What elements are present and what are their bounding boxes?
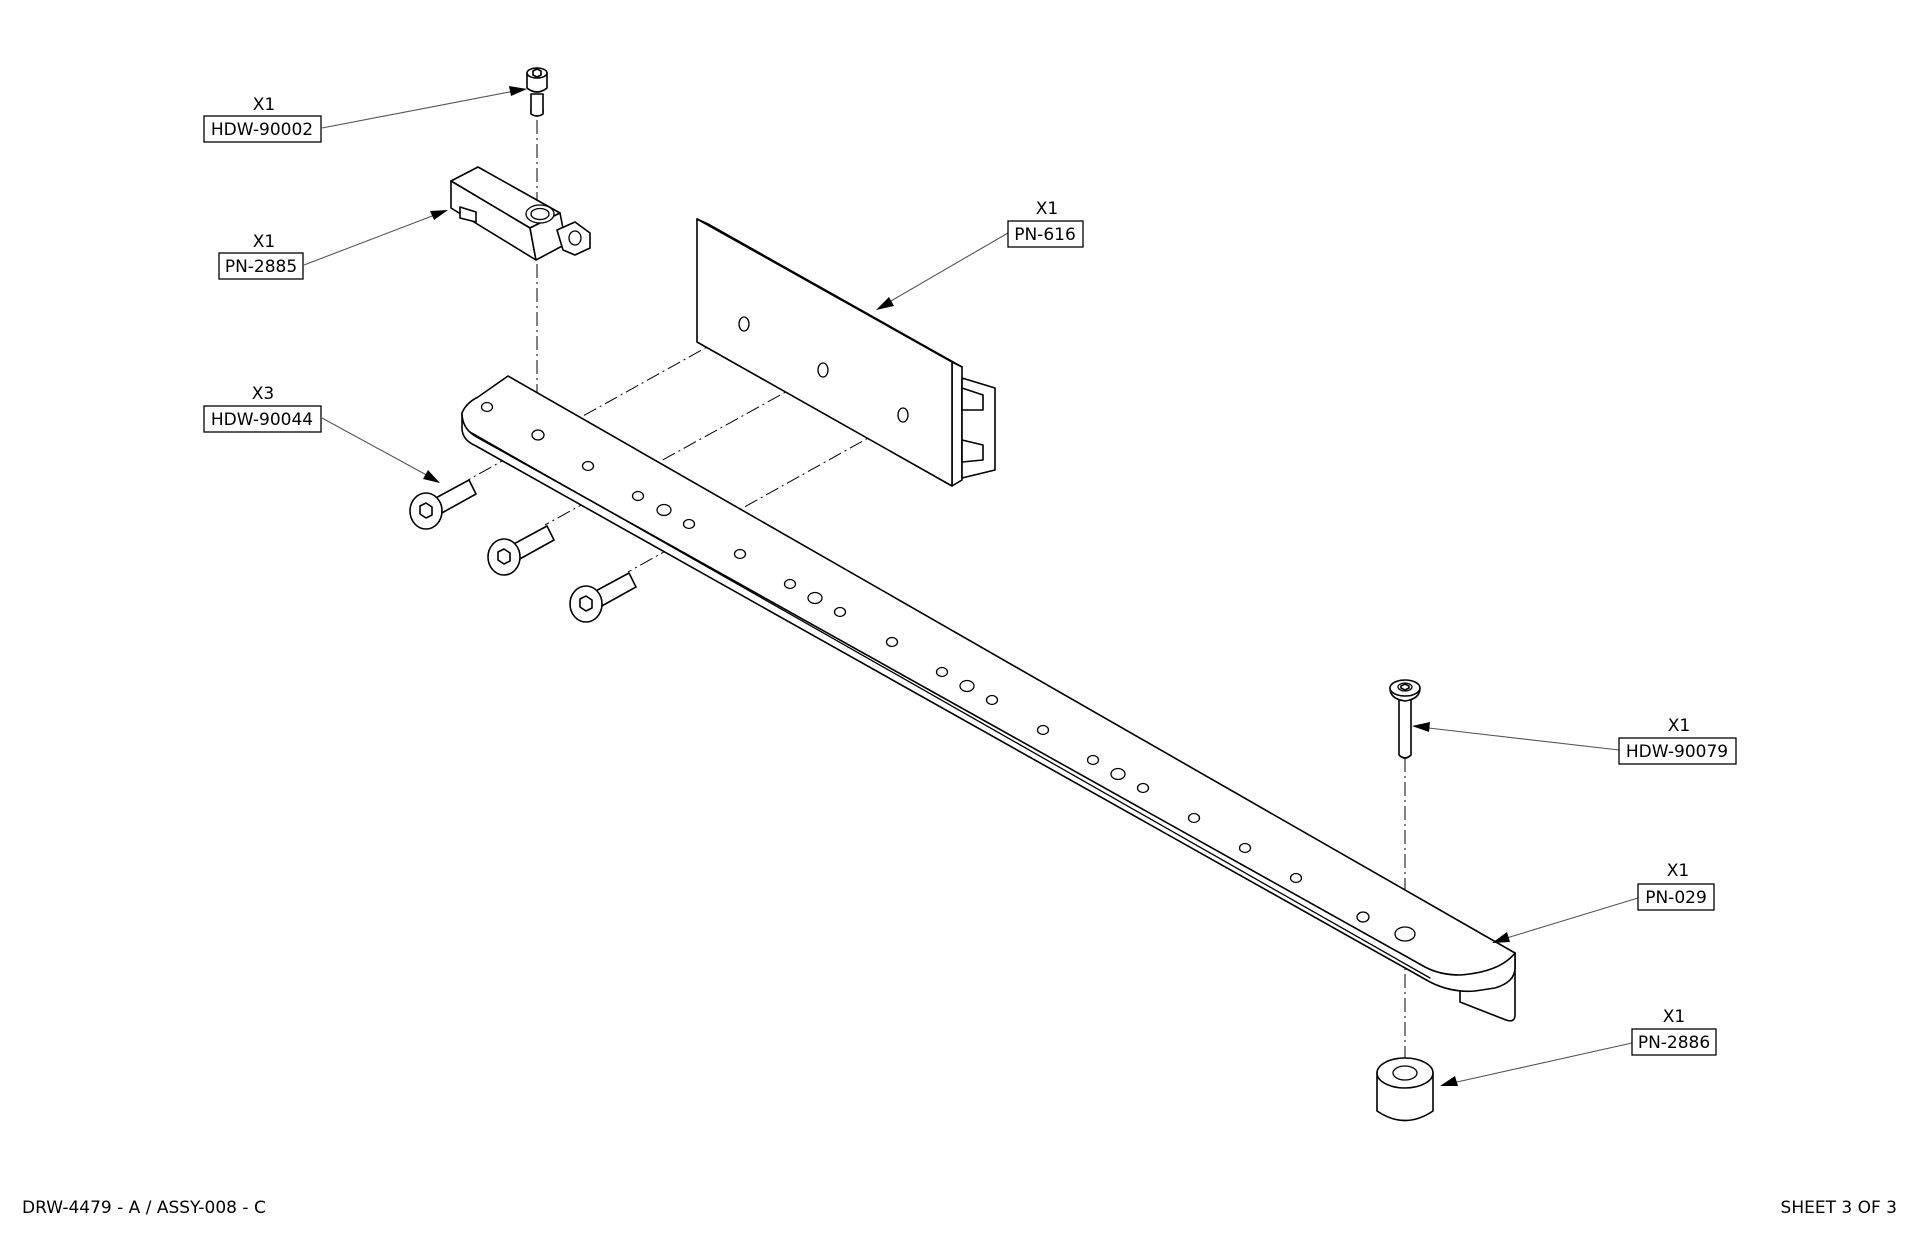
callout-box [203,115,322,143]
part-pn-2885-block [450,166,591,261]
callout-box [218,252,304,280]
callout-qty: X1 [1663,1007,1685,1027]
callout-part-number: HDW-90002 [211,120,313,140]
callout-box [1618,737,1737,765]
callout-part-number: PN-2886 [1638,1033,1710,1053]
callout-part-number: PN-616 [1014,225,1076,245]
callout-box [1007,220,1084,248]
drawing-reference: DRW-4479 - A / ASSY-008 - C [22,1198,266,1218]
callout-qty: X1 [1667,861,1689,881]
callout-qty: X1 [1668,716,1690,736]
callout-pn-029: X1 PN-029 [1637,861,1715,911]
callout-hdw-90002: X1 HDW-90002 [203,95,322,143]
callout-pn-2886: X1 PN-2886 [1631,1007,1717,1056]
callout-box [203,405,322,433]
callout-hdw-90079: X1 HDW-90079 [1618,716,1737,765]
leader-pn-029 [1492,897,1639,943]
part-hdw-90002-screw [526,67,548,117]
leader-pn-616 [876,232,1009,310]
part-hdw-90044-screw-2 [487,525,555,576]
callout-part-number: PN-029 [1645,888,1707,908]
sheet-number: SHEET 3 OF 3 [1780,1198,1897,1218]
callout-part-number: PN-2885 [225,257,297,277]
leader-pn-2885 [303,210,448,266]
bar-holes [480,401,1416,942]
callout-qty: X1 [253,95,275,115]
callout-qty: X3 [252,384,274,404]
callout-part-number: HDW-90079 [1626,742,1728,762]
part-pn-2886-spacer [1376,1057,1434,1122]
leader-pn-2886 [1440,1042,1633,1086]
callout-pn-2885: X1 PN-2885 [218,232,304,280]
callout-qty: X1 [1036,199,1058,219]
callout-part-number: HDW-90044 [211,410,313,430]
leader-hdw-90002 [321,86,527,129]
part-hdw-90044-screw-3 [569,572,637,623]
leader-hdw-90044 [321,417,440,483]
part-hdw-90044-screw-1 [409,479,477,530]
callout-hdw-90044: X3 HDW-90044 [203,384,322,433]
part-pn-029-bar [461,375,1516,1022]
callout-qty: X1 [253,232,275,252]
leader-hdw-90079 [1412,722,1620,751]
callout-box [1631,1028,1717,1056]
part-pn-616-plate [696,218,996,487]
part-hdw-90079-screw [1389,679,1421,759]
callout-pn-616: X1 PN-616 [1007,199,1084,248]
callout-box [1637,883,1715,911]
